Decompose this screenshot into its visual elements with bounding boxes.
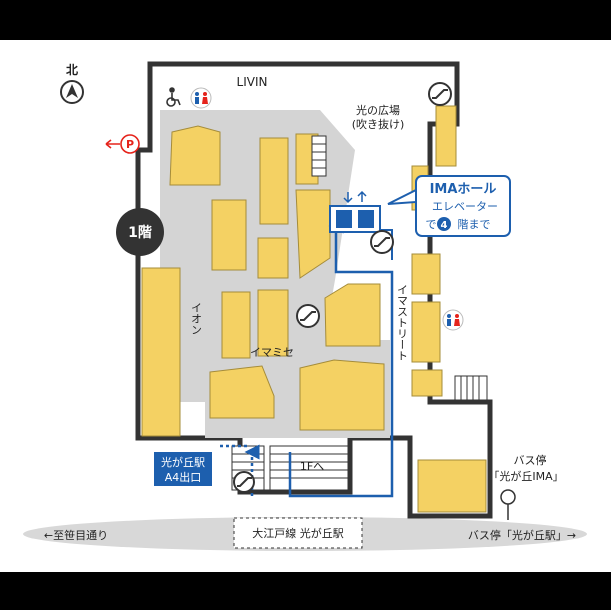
- route: [380, 229, 393, 260]
- ima-hall-title: IMAホール: [430, 182, 497, 197]
- station-exit-box: [154, 452, 212, 486]
- shop: [211, 199, 247, 271]
- bottom-letterbox: [0, 572, 611, 610]
- shop: [221, 291, 251, 359]
- livin-label: LIVIN: [237, 75, 268, 89]
- bus-stop-icon: [500, 489, 516, 520]
- shop: [411, 301, 441, 363]
- restroom-icon: [442, 309, 464, 331]
- restroom-icon: [190, 87, 212, 109]
- shop: [299, 359, 385, 431]
- road-left-label: ←至笹目通り: [44, 529, 108, 542]
- ima-hall-floor-number: 4: [441, 220, 448, 231]
- road-right-label: バス停「光が丘駅」→: [468, 528, 576, 542]
- bus-stop-name: 「光が丘IMA」: [488, 469, 563, 483]
- shop: [417, 459, 487, 513]
- shop: [295, 189, 331, 279]
- shop: [259, 137, 289, 225]
- shop: [141, 267, 181, 437]
- shop: [169, 125, 221, 186]
- stairs: [454, 375, 488, 401]
- plaza-sub-label: (吹き抜け): [352, 117, 405, 131]
- shop: [209, 365, 275, 419]
- plaza-label: 光の広場: [356, 103, 400, 117]
- station-exit-number: A4出口: [165, 470, 202, 484]
- ima-hall-to-floor: 階まで: [458, 217, 491, 231]
- parking-label: P: [126, 138, 134, 151]
- ima-hall-de: で: [426, 218, 437, 231]
- escalator-icon: [370, 230, 394, 254]
- stairs: [311, 135, 327, 177]
- floor-badge: [116, 208, 164, 256]
- wheelchair-icon: [166, 87, 181, 107]
- floor-map-svg: 北 P 1階 LIVIN 光の広場 (吹き抜け) イオン イマミセ イマストリー…: [23, 61, 587, 551]
- elevator-icon: [329, 190, 381, 233]
- shop: [411, 369, 443, 397]
- ima-street-label: イマストリート: [396, 284, 409, 361]
- floor-map: 北 P 1階 LIVIN 光の広場 (吹き抜け) イオン イマミセ イマストリー…: [0, 40, 611, 572]
- route: [328, 218, 394, 428]
- parking-icon: [105, 134, 140, 154]
- ima-hall-callout: [387, 175, 511, 237]
- shop: [257, 237, 289, 279]
- shop: [257, 289, 289, 357]
- imamise-label: イマミセ: [250, 346, 294, 359]
- top-letterbox: [0, 0, 611, 40]
- subway-box: [233, 517, 363, 549]
- to-1f-label: 1Fへ: [300, 460, 324, 473]
- escalator-icon: [428, 82, 452, 106]
- bus-stop-label: バス停: [514, 453, 547, 467]
- stairs: [269, 445, 349, 491]
- station-exit-label: 光が丘駅: [161, 455, 205, 469]
- floor-label: 1階: [128, 224, 152, 241]
- shop: [411, 253, 441, 295]
- escalator-icon: [296, 304, 320, 328]
- escalator-icon: [233, 471, 255, 493]
- shop: [324, 283, 381, 347]
- route: [288, 428, 394, 498]
- shop: [435, 105, 457, 167]
- ima-hall-elevator: エレベーター: [432, 200, 498, 213]
- subway-label: 大江戸線 光が丘駅: [252, 526, 344, 540]
- aeon-label: イオン: [190, 302, 203, 335]
- north-arrow-icon: [60, 80, 84, 104]
- north-label: 北: [66, 62, 78, 77]
